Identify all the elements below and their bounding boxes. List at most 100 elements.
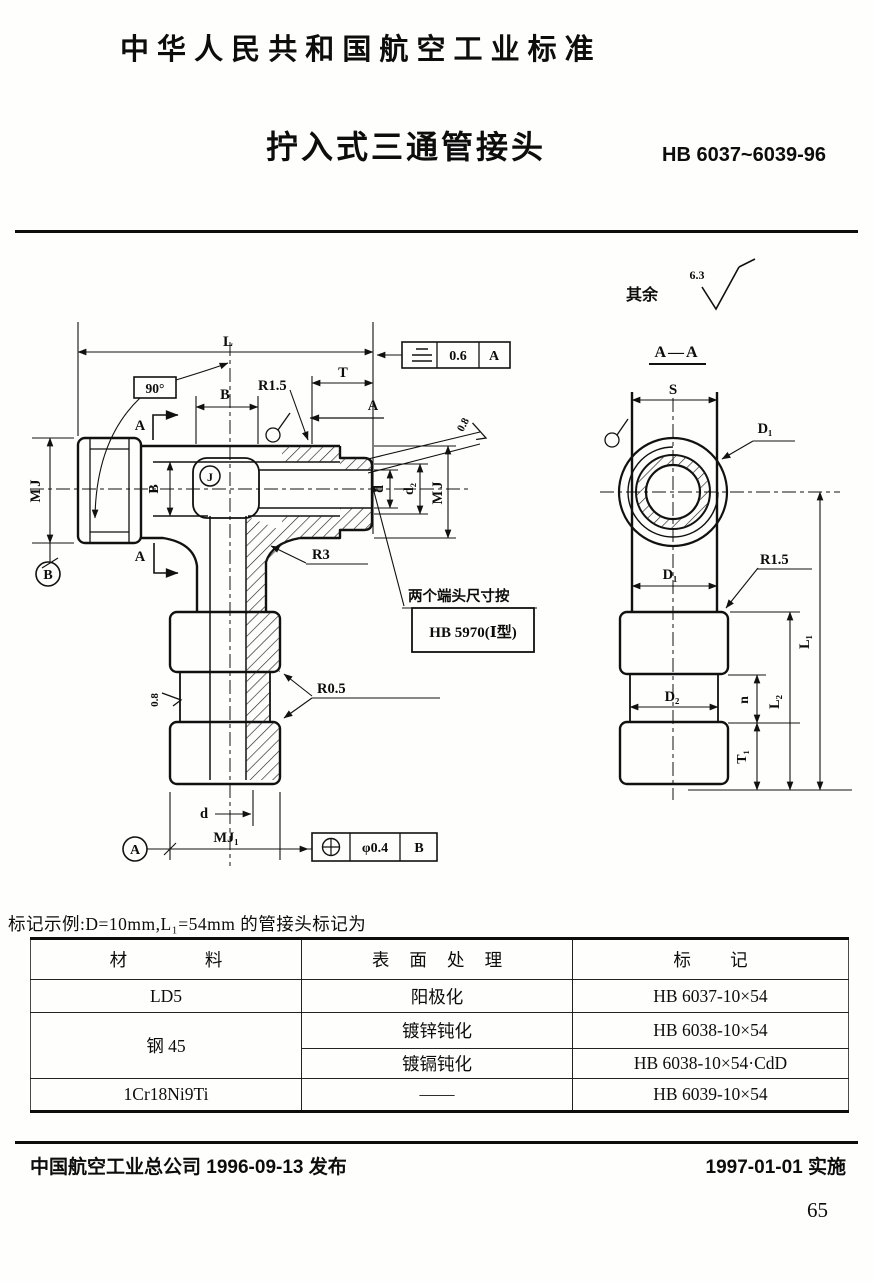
label-B-bore: B — [147, 484, 162, 493]
table-row: 镀镉钝化 HB 6038-10×54·CdD — [31, 1048, 849, 1079]
label-L2: L₂ — [767, 695, 783, 709]
internal-cavity — [192, 457, 260, 519]
page-title: 拧入式三通管接头 — [266, 129, 547, 165]
fcf-parallelism-datum: A — [489, 349, 500, 364]
cell-material: LD5 — [30, 979, 302, 1013]
label-T1: T₁ — [735, 750, 750, 764]
table-row: LD5 阳极化 HB 6037-10×54 — [30, 979, 849, 1013]
junction-label-circle — [199, 465, 221, 487]
table-header-row: 材 料 表 面 处 理 标 记 — [30, 938, 849, 980]
standard-number: HB 6037~6039-96 — [662, 144, 827, 166]
label-S: S — [669, 382, 677, 398]
label-R0-5: R0.5 — [317, 681, 346, 697]
label-MJ-right: MJ — [430, 480, 446, 505]
section-title: A—A — [654, 344, 699, 361]
label-L1: L₁ — [797, 635, 813, 649]
label-D2: D₂ — [665, 689, 680, 705]
hex-corner-circle — [617, 436, 729, 548]
leader-90deg-b — [91, 397, 141, 519]
leader-R1-5-side — [725, 567, 759, 609]
cell-material: 1Cr18Ni9Ti — [30, 1078, 302, 1112]
end-fitting-note: 两个端头尺寸按 HB 5970(Ⅰ型) — [408, 587, 535, 653]
cell-marking: HB 6038-10×54·CdD — [572, 1048, 849, 1079]
leader-90deg-a — [175, 362, 229, 381]
header-rule — [15, 230, 858, 233]
roughness-0-8-left-label: 0.8 — [149, 693, 161, 707]
angle-callout-box — [133, 376, 177, 399]
section-bracket-A-top — [152, 410, 179, 440]
table-row: 钢 45 镀锌钝化 HB 6038-10×54 — [30, 1012, 849, 1079]
material-marking-table: 材 料 表 面 处 理 标 记 LD5 阳极化 HB 6037-10×54 钢 … — [30, 937, 849, 1113]
fcf-position-tolerance: φ0.4 — [362, 841, 388, 856]
cell-marking: HB 6038-10×54 — [572, 1012, 849, 1049]
side-extension-lines — [688, 440, 852, 791]
fcf-position: φ0.4 B — [311, 832, 438, 862]
note-line2: HB 5970(Ⅰ型) — [429, 623, 516, 641]
datum-A-balloon: A — [122, 836, 148, 862]
cell-surface: 阳极化 — [301, 979, 573, 1013]
leader-R1-5 — [289, 389, 309, 441]
main-section-view: J 90° — [28, 322, 840, 866]
position-tolerance-icon — [321, 837, 341, 857]
surface-note-label: 其余 — [626, 285, 659, 304]
junction-label: J — [207, 470, 213, 484]
fcf-position-datum: B — [414, 841, 423, 856]
label-d2-right: d₂ — [402, 483, 417, 495]
implementation-date: 1997-01-01 实施 — [705, 1157, 846, 1178]
roughness-6-3-icon: 6.3 — [690, 258, 756, 311]
section-hatching — [246, 446, 372, 780]
roughness-6-3-value: 6.3 — [690, 268, 705, 282]
left-hex-facets — [89, 439, 130, 542]
label-n: n — [737, 696, 752, 704]
left-hex-nut-outline — [76, 436, 143, 545]
leader-note-box — [370, 483, 405, 607]
machining-symbol-side-icon — [604, 418, 629, 448]
roughness-0-8-right-label: 0.8 — [455, 416, 472, 434]
section-bracket-A-bottom — [153, 543, 179, 578]
label-R3: R3 — [312, 547, 330, 563]
roughness-0-8-right-icon: 0.8 — [455, 416, 488, 441]
label-R1-5-side: R1.5 — [760, 552, 789, 568]
marking-example-text: 标记示例:D=10mm,L₁=54mm 的管接头标记为 — [8, 913, 367, 934]
cell-surface: 镀锌钝化 — [301, 1012, 573, 1049]
datum-B-balloon: B — [35, 561, 61, 587]
side-view-A-A: 其余 6.3 A—A — [604, 258, 852, 791]
note-line1: 两个端头尺寸按 — [408, 587, 510, 605]
label-L: L — [223, 334, 233, 350]
table-row: 1Cr18Ni9Ti —— HB 6039-10×54 — [30, 1078, 849, 1112]
cell-material: 钢 45 — [30, 1012, 302, 1079]
parallelism-icon — [412, 348, 432, 362]
label-T: T — [338, 365, 348, 381]
col-header-marking: 标 记 — [572, 938, 849, 980]
angle-label: 90° — [146, 381, 165, 396]
leader-R3 — [270, 545, 307, 564]
label-R1-5: R1.5 — [258, 378, 287, 394]
label-d-right: d — [372, 485, 387, 493]
document-header: 中 华 人 民 共 和 国 航 空 工 业 标 准 — [120, 34, 594, 66]
page-number: 65 — [807, 1198, 828, 1222]
col-header-surface: 表 面 处 理 — [301, 938, 573, 980]
leader-D1-top — [721, 440, 754, 460]
fcf-parallelism: 0.6 A — [401, 341, 511, 369]
label-D1-top: D₁ — [758, 421, 773, 437]
datum-B-label: B — [43, 568, 52, 583]
cell-surface: —— — [301, 1078, 573, 1112]
label-d-bottom: d — [200, 806, 208, 822]
datum-A-label: A — [130, 843, 141, 858]
roughness-0-8-left-icon: 0.8 — [149, 692, 183, 707]
label-A-top-left: A — [135, 418, 146, 434]
label-D1-bottom: D₁ — [663, 567, 678, 583]
fcf-parallelism-tolerance: 0.6 — [449, 349, 467, 364]
thread-arc — [627, 446, 719, 538]
centerlines — [30, 342, 840, 866]
footer-rule — [15, 1141, 858, 1144]
engineering-drawing: J 90° — [28, 258, 852, 866]
machining-symbol-icon — [265, 412, 291, 443]
cell-marking: HB 6037-10×54 — [572, 979, 849, 1013]
side-thread-band-1 — [618, 610, 730, 676]
leader-R0-5-lower — [283, 697, 313, 719]
side-thread-band-2 — [618, 720, 730, 786]
cell-surface: 镀镉钝化 — [301, 1048, 573, 1079]
label-MJ-left: MJ — [28, 478, 44, 503]
